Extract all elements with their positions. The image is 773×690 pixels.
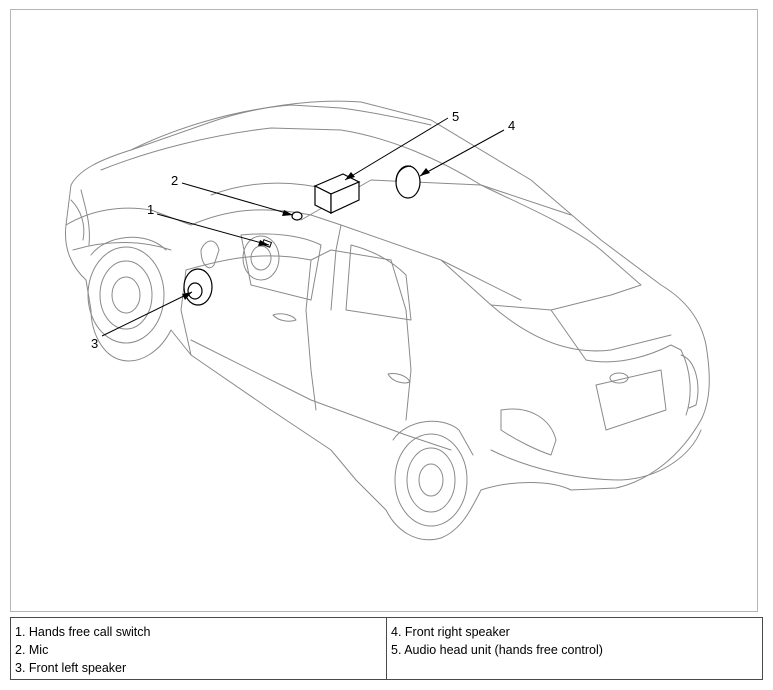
legend-item-front-left-speaker: 3. Front left speaker [15, 661, 127, 675]
component-front-left-speaker [183, 268, 213, 306]
callout-5: 5 [452, 109, 459, 124]
callout-2: 2 [171, 173, 178, 188]
legend-item-audio-head-unit: 5. Audio head unit (hands free control) [391, 643, 603, 657]
figure-frame: 1 2 3 4 5 [10, 9, 758, 612]
car-diagram: 1 2 3 4 5 [64, 100, 710, 541]
leader-arrowheads [182, 168, 430, 300]
legend-column-left: 1. Hands free call switch 2. Mic 3. Fron… [11, 618, 386, 679]
component-head-unit [313, 173, 361, 214]
legend-column-right: 4. Front right speaker 5. Audio head uni… [386, 618, 762, 679]
callout-3: 3 [91, 336, 98, 351]
callout-4: 4 [508, 118, 515, 133]
component-mic [291, 211, 303, 221]
legend-item-front-right-speaker: 4. Front right speaker [391, 625, 510, 639]
car-body [64, 100, 710, 541]
leader-lines [101, 117, 505, 337]
legend-item-hands-free-call-switch: 1. Hands free call switch [15, 625, 151, 639]
legend-item-mic: 2. Mic [15, 643, 49, 657]
component-front-right-speaker [395, 165, 421, 199]
callout-1: 1 [147, 202, 154, 217]
legend-table: 1. Hands free call switch 2. Mic 3. Fron… [10, 617, 763, 680]
